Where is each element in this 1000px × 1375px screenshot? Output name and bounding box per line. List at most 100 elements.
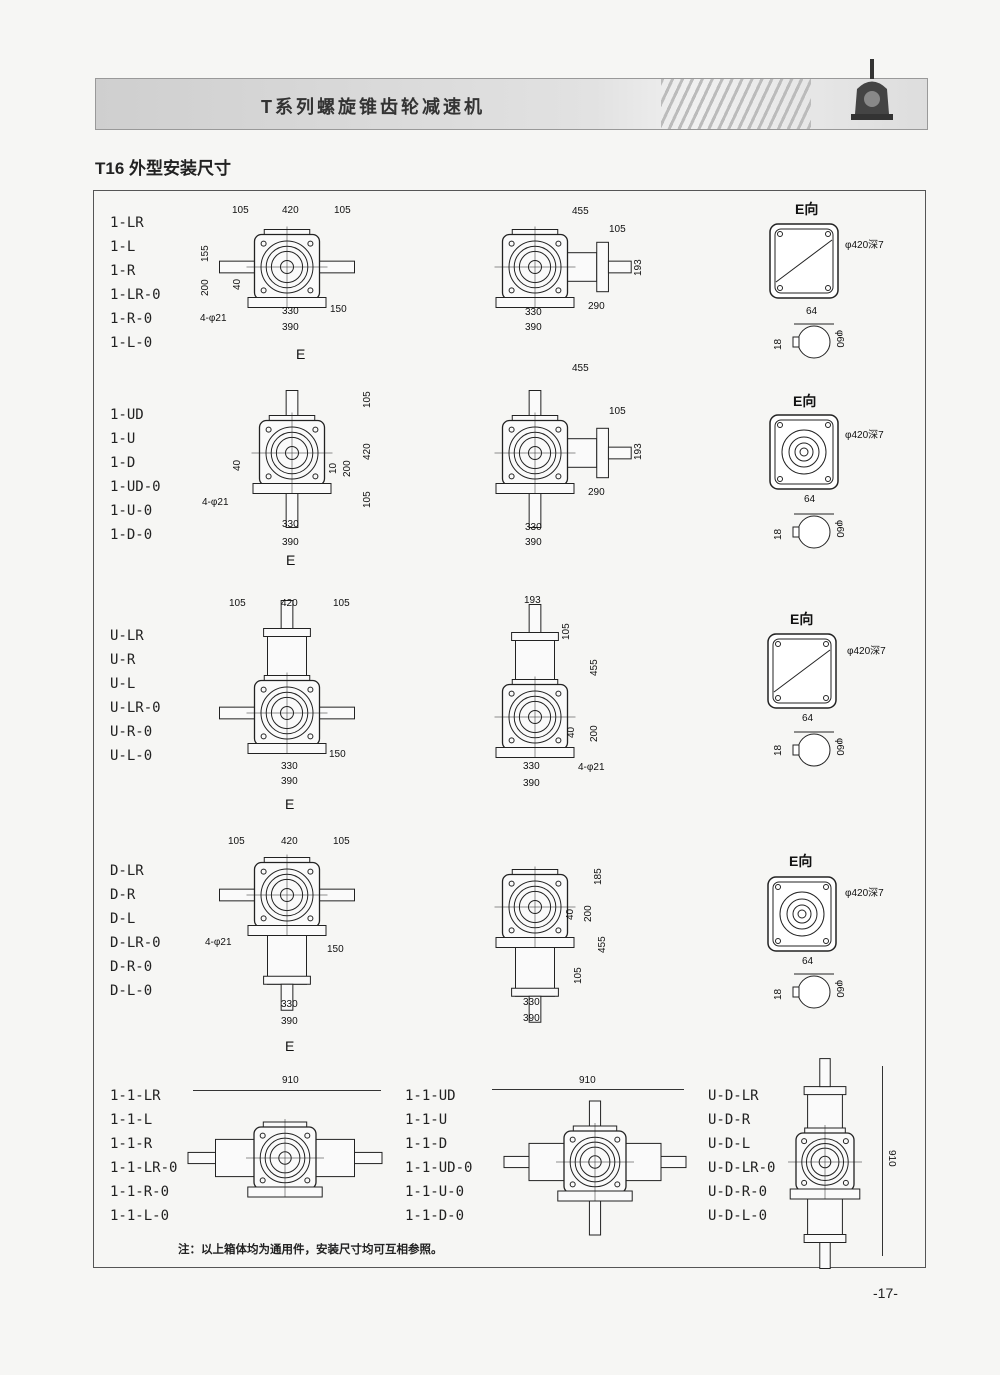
model-label: 1-U-0: [110, 503, 153, 519]
dimension: 105: [228, 836, 245, 847]
model-label: 1-UD-0: [110, 479, 161, 495]
model-label: 1-LR-0: [110, 287, 161, 303]
dimension: 105: [333, 598, 350, 609]
e-view-arrow-label: E: [285, 796, 295, 812]
dimension: 40: [565, 908, 576, 920]
model-label: 1-L-0: [110, 335, 153, 351]
e-view-flange-drawing: [769, 223, 839, 299]
dimension: 105: [609, 224, 626, 235]
dimension: 200: [342, 460, 353, 477]
dimension: 910: [282, 1075, 299, 1086]
dimension: 420: [281, 836, 298, 847]
gearbox-drawing: [503, 1100, 687, 1236]
e-view-flange-drawing: [769, 414, 839, 490]
dimension: 200: [589, 725, 600, 742]
dimension: 105: [362, 491, 373, 508]
dimension: 290: [588, 301, 605, 312]
model-label: 1-1-L-0: [110, 1208, 170, 1224]
model-label: U-D-L: [708, 1136, 751, 1152]
model-label: U-D-LR-0: [708, 1160, 776, 1176]
dimension: 64: [802, 713, 814, 724]
model-label: 1-1-R-0: [110, 1184, 170, 1200]
dimension: 185: [593, 868, 604, 885]
gearbox-drawing: [494, 226, 632, 308]
dimension: 390: [523, 778, 540, 789]
header-band: T系列螺旋锥齿轮减速机: [95, 59, 928, 130]
e-view-flange-drawing: [767, 633, 837, 709]
dimension: 330: [523, 761, 540, 772]
model-label: 1-R-0: [110, 311, 153, 327]
page-number: -17-: [873, 1285, 898, 1301]
model-label: 1-1-R: [110, 1136, 153, 1152]
dimension: 4-φ21: [200, 313, 227, 324]
dimension: 18: [773, 338, 784, 350]
model-label: 1-D-0: [110, 527, 153, 543]
dimension: 18: [773, 988, 784, 1000]
model-label: 1-1-UD-0: [405, 1160, 473, 1176]
model-label: D-LR: [110, 863, 144, 879]
dimension: 390: [525, 322, 542, 333]
model-label: U-LR: [110, 628, 144, 644]
page-title: T系列螺旋锥齿轮减速机: [261, 97, 485, 117]
dimension-line: [882, 1066, 883, 1256]
dimension: φ420深7: [845, 888, 884, 899]
gearbox-logo-icon: [851, 59, 893, 120]
dimension: 105: [334, 205, 351, 216]
dimension: 455: [572, 206, 589, 217]
dimension: φ60: [834, 980, 845, 998]
dimension: 105: [561, 623, 572, 640]
gearbox-drawing: [251, 390, 333, 528]
model-label: 1-R: [110, 263, 136, 279]
model-label: U-R: [110, 652, 136, 668]
dimension: 18: [773, 528, 784, 540]
model-label: 1-U: [110, 431, 136, 447]
dimension: 390: [523, 1013, 540, 1024]
model-label: 1-1-LR-0: [110, 1160, 178, 1176]
dimension: 390: [525, 537, 542, 548]
dimension: 4-φ21: [578, 762, 605, 773]
model-label: 1-1-U-0: [405, 1184, 465, 1200]
dimension: 390: [281, 776, 298, 787]
shaft-key-section: [792, 513, 834, 549]
dimension: 4-φ21: [205, 937, 232, 948]
dimension: 330: [281, 761, 298, 772]
gearbox-drawing: [219, 600, 355, 754]
dimension: 105: [573, 967, 584, 984]
dimension: 40: [566, 726, 577, 738]
dimension: 150: [329, 749, 346, 760]
dimension: 910: [579, 1075, 596, 1086]
dimension: φ60: [834, 520, 845, 538]
e-view-title: E向: [790, 611, 814, 627]
model-label: 1-1-D-0: [405, 1208, 465, 1224]
gearbox-drawing: [219, 854, 355, 1011]
gearbox-drawing: [219, 226, 355, 308]
dimension: 105: [609, 406, 626, 417]
dimension: φ420深7: [845, 430, 884, 441]
gearbox-drawing: [788, 1058, 862, 1269]
dimension: 330: [281, 999, 298, 1010]
dimension: 455: [589, 659, 600, 676]
model-label: U-LR-0: [110, 700, 161, 716]
shaft-key-section: [792, 973, 834, 1009]
dimension: 105: [229, 598, 246, 609]
model-label: D-L-0: [110, 983, 153, 999]
dimension: 330: [523, 997, 540, 1008]
e-view-flange-drawing: [767, 876, 837, 952]
shaft-key-section: [792, 731, 834, 767]
model-label: D-LR-0: [110, 935, 161, 951]
model-label: 1-D: [110, 455, 136, 471]
e-view-arrow-label: E: [285, 1038, 295, 1054]
dimension: 200: [583, 905, 594, 922]
e-view-arrow-label: E: [296, 346, 306, 362]
model-label: 1-1-D: [405, 1136, 448, 1152]
section-title: T16 外型安装尺寸: [95, 159, 232, 178]
dimension: 155: [200, 245, 211, 262]
model-label: U-L: [110, 676, 136, 692]
e-view-arrow-label: E: [286, 552, 296, 568]
dimension: φ60: [834, 330, 845, 348]
model-label: U-D-R: [708, 1112, 751, 1128]
